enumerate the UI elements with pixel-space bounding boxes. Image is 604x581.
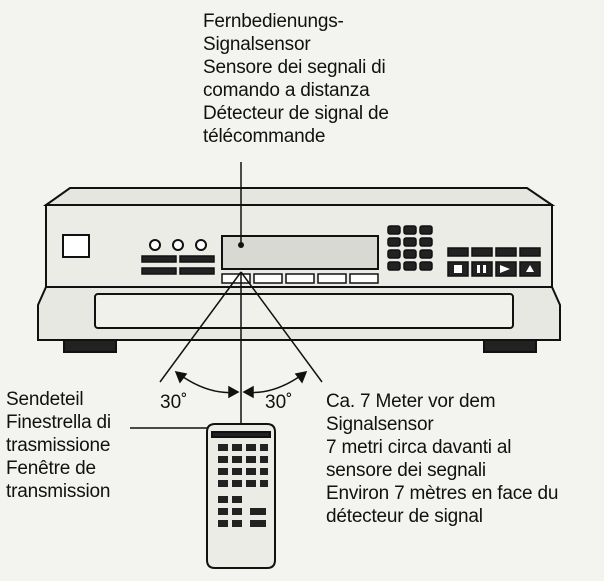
sensor-label: Fernbedienungs- Signalsensor Sensore dei… xyxy=(203,10,389,148)
transmitter-label: Sendeteil Finestrella di trasmissione Fe… xyxy=(6,388,111,503)
sensor-label-line: comando a distanza xyxy=(203,80,370,101)
sensor-icon xyxy=(238,242,244,248)
signal-beam xyxy=(159,271,323,430)
angle-right-label: 30˚ xyxy=(265,392,293,413)
sensor-label-line: Signalsensor xyxy=(203,34,311,55)
transmitter-label-line: Sendeteil xyxy=(6,389,84,410)
small-buttons xyxy=(141,255,215,275)
numeric-keypad xyxy=(387,225,433,271)
transmitter-label-line: Fenêtre de xyxy=(6,458,96,479)
distance-label-line: sensore dei segnali xyxy=(326,460,486,481)
transmitter-label-line: Finestrella di xyxy=(6,412,111,433)
distance-label-line: détecteur de signal xyxy=(326,506,483,527)
control-knobs xyxy=(149,239,207,251)
power-button-icon xyxy=(62,234,90,258)
sensor-label-line: Détecteur de signal de xyxy=(203,103,389,124)
transport-buttons xyxy=(447,247,541,277)
distance-label-line: Signalsensor xyxy=(326,414,434,435)
transmitter-label-line: transmission xyxy=(6,481,111,502)
angle-left-label: 30˚ xyxy=(160,392,188,413)
distance-label-line: Environ 7 mètres en face du xyxy=(326,483,559,504)
display-window xyxy=(221,235,379,270)
distance-label-line: 7 metri circa davanti al xyxy=(326,437,512,458)
distance-label-line: Ca. 7 Meter vor dem xyxy=(326,391,496,412)
distance-label: Ca. 7 Meter vor dem Signalsensor 7 metri… xyxy=(326,390,558,528)
sensor-label-line: Sensore dei segnali di xyxy=(203,57,386,78)
sensor-label-line: télécommande xyxy=(203,126,326,147)
remote-control xyxy=(206,423,276,569)
transmitter-label-line: trasmissione xyxy=(6,435,111,456)
sensor-label-line: Fernbedienungs- xyxy=(203,11,344,32)
